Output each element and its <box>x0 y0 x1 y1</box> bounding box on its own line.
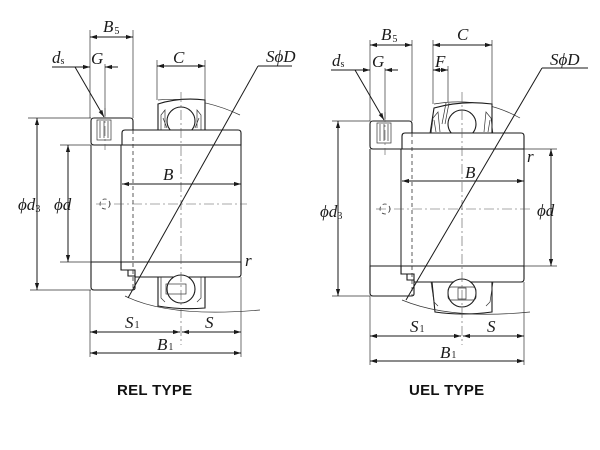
rel-type-caption: REL TYPE <box>117 382 193 399</box>
uel-seal-top-left <box>430 111 441 135</box>
uel-inner-ring <box>400 132 525 150</box>
uel-sphere-leader <box>405 67 543 301</box>
uel-outer-sphere-arc-bottom <box>401 299 531 315</box>
rel-seal-top-right <box>194 109 202 130</box>
uel-label-B: B <box>465 163 476 182</box>
uel-fill-slot <box>441 102 450 125</box>
rel-inner-ring-bottom <box>120 261 242 278</box>
rel-ball-retainer <box>165 283 187 295</box>
rel-label-B5: B5 <box>103 17 119 37</box>
rel-label-ds: ds <box>52 48 65 67</box>
rel-label-B1: B1 <box>157 335 173 354</box>
uel-inner-ring-bottom <box>400 265 525 283</box>
rel-label-S1: S1 <box>125 313 140 332</box>
uel-label-G: G <box>372 52 384 71</box>
uel-label-C: C <box>457 25 469 44</box>
uel-leader-ds <box>354 69 385 121</box>
rel-label-SphiD: SϕD <box>266 47 296 66</box>
uel-seal-top-right <box>483 111 494 135</box>
rel-drawing: B5 ds G C SϕD ϕd3 ϕd B r S1 S B1 <box>18 17 296 357</box>
uel-label-SphiD: SϕD <box>550 50 580 69</box>
rel-label-G: G <box>91 49 103 68</box>
rel-set-screw <box>96 119 112 141</box>
rel-label-phid: ϕd <box>54 195 72 214</box>
uel-label-r: r <box>527 147 534 166</box>
uel-label-B5: B5 <box>381 25 397 45</box>
rel-leader-ds <box>74 66 105 118</box>
rel-seal-top-left <box>160 109 168 130</box>
uel-label-ds: ds <box>332 51 345 70</box>
uel-label-phid3: ϕd3 <box>320 202 342 222</box>
uel-label-S: S <box>487 317 496 336</box>
uel-set-screw <box>376 122 392 144</box>
uel-drawing: B5 ds G C F SϕD ϕd3 ϕd B r S1 S B1 <box>320 25 588 365</box>
rel-label-phid3: ϕd3 <box>18 195 40 215</box>
uel-label-F: F <box>434 52 446 71</box>
rel-label-C: C <box>173 48 185 67</box>
rel-label-S: S <box>205 313 214 332</box>
rel-label-B: B <box>163 165 174 184</box>
uel-label-S1: S1 <box>410 317 425 336</box>
uel-label-phid: ϕd <box>537 201 555 220</box>
uel-type-caption: UEL TYPE <box>409 382 485 399</box>
rel-label-r: r <box>245 251 252 270</box>
uel-label-B1: B1 <box>440 343 456 362</box>
rel-collar-top <box>90 117 134 146</box>
